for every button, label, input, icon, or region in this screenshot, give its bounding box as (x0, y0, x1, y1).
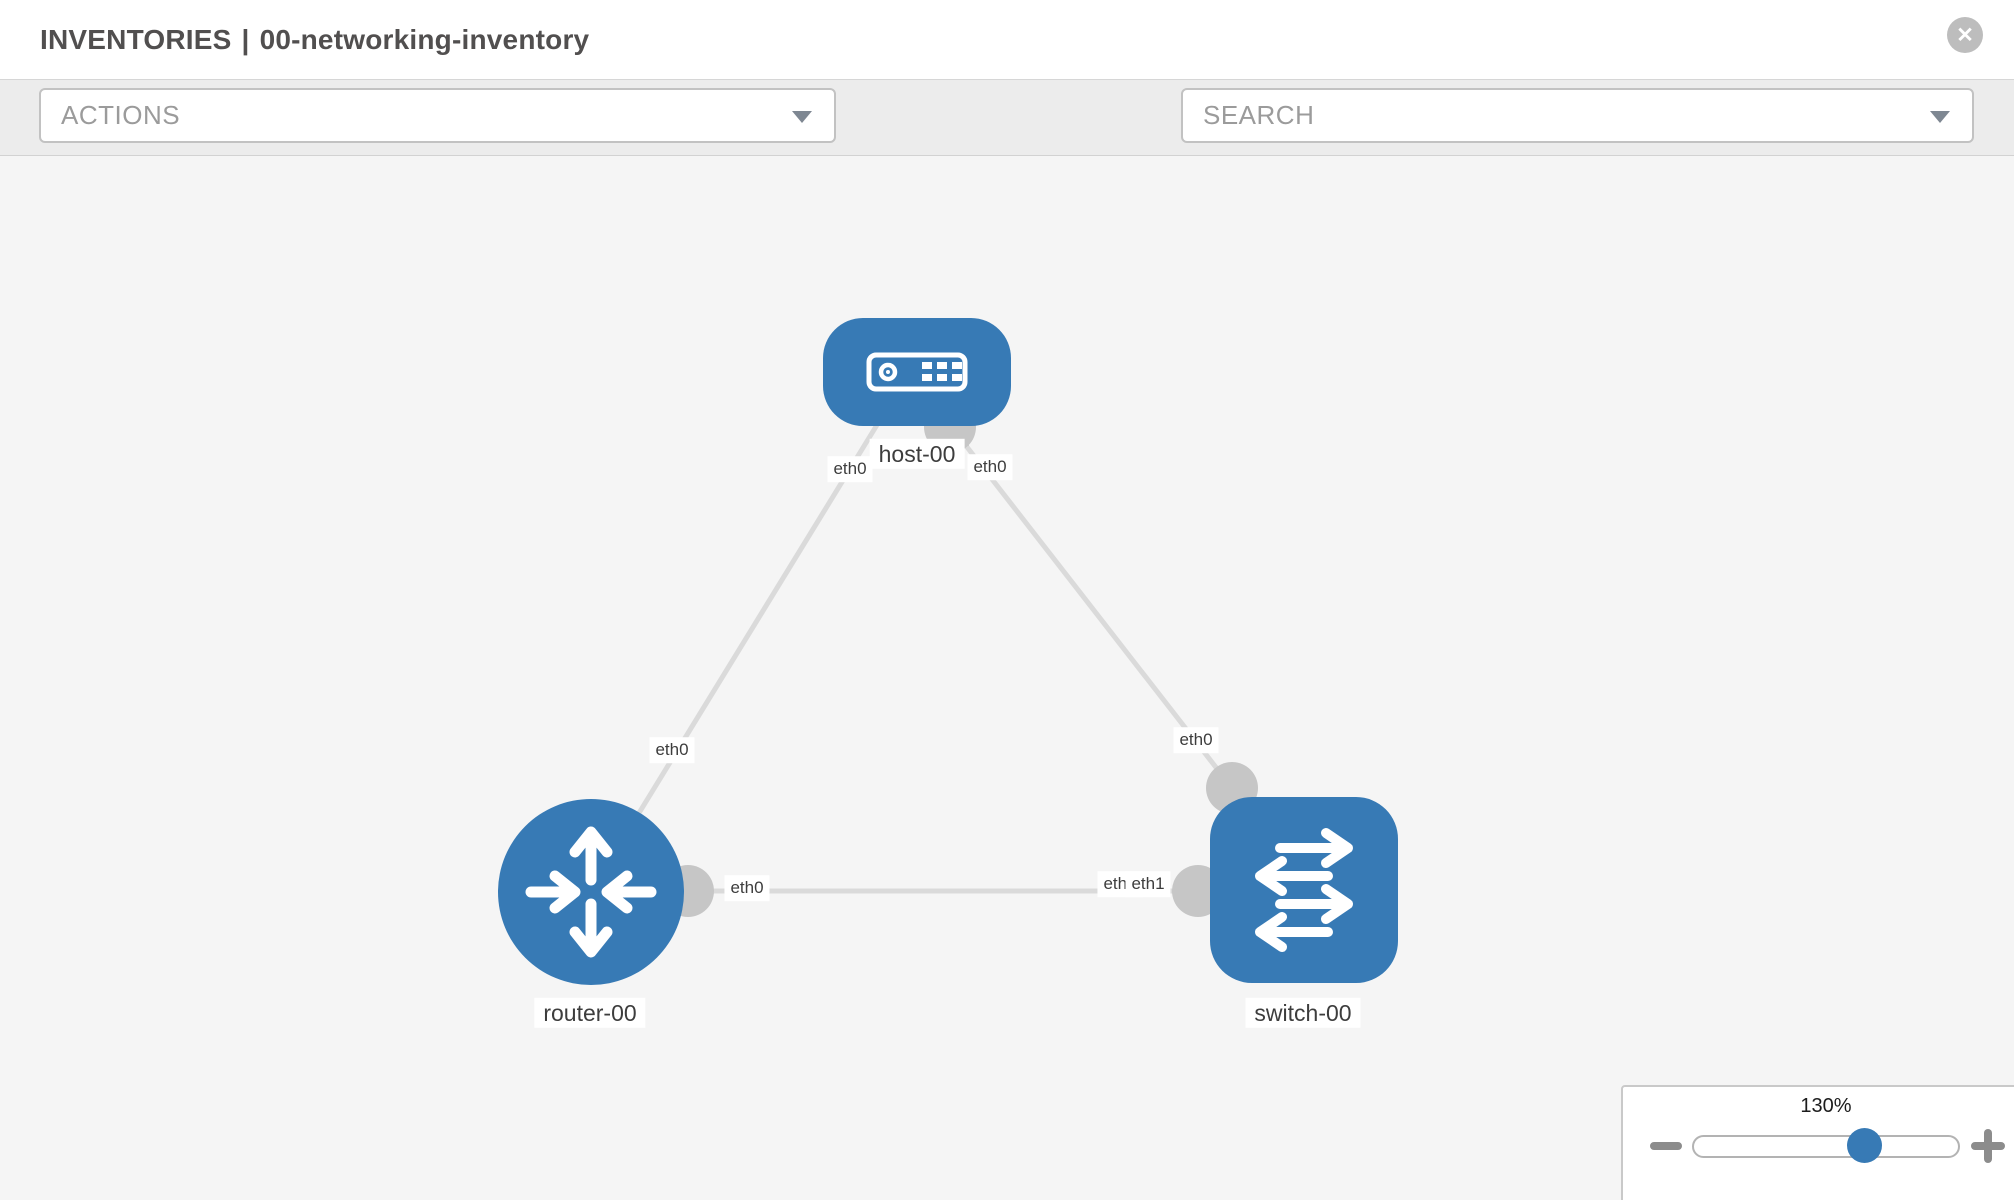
actions-dropdown-label: ACTIONS (61, 100, 181, 130)
router-arrows-icon (549, 870, 581, 914)
host-device-icon (866, 352, 968, 392)
zoom-out-minus-icon[interactable] (1650, 1142, 1682, 1150)
inventory-name: 00-networking-inventory (259, 23, 590, 55)
switch-arrows-icon (1321, 884, 1353, 924)
link-host-00_router-00 (636, 418, 883, 815)
switch-arrows-icon (1321, 828, 1353, 868)
zoom-in-plus-icon[interactable] (1971, 1129, 2005, 1163)
topology-svg (498, 318, 1398, 985)
node-host-00[interactable] (823, 318, 1011, 426)
page-title: INVENTORIES | 00-networking-inventory (40, 24, 589, 56)
search-dropdown[interactable]: SEARCH (1181, 88, 1974, 143)
router-arrows-icon (601, 870, 633, 914)
zoom-panel: 130% (1621, 1085, 2014, 1200)
zoom-slider-thumb[interactable] (1847, 1128, 1883, 1163)
page-title-section: INVENTORIES (40, 23, 232, 55)
link-host-00_switch-00 (951, 427, 1234, 790)
zoom-level-value: 130% (1800, 1095, 1852, 1117)
switch-arrows-icon (1255, 912, 1287, 952)
zoom-slider-track[interactable] (1692, 1128, 1960, 1163)
node-switch-00[interactable] (1210, 797, 1398, 983)
node-router-00[interactable] (498, 799, 684, 985)
header: INVENTORIES | 00-networking-inventory ✕ (0, 0, 2014, 79)
close-icon[interactable]: ✕ (1947, 17, 1983, 53)
chevron-down-icon (1930, 110, 1950, 123)
toolbar: ACTIONS SEARCH (0, 79, 2014, 214)
switch-arrows-icon (1255, 856, 1287, 896)
page-title-divider: | (241, 23, 250, 55)
router-arrows-icon (569, 926, 613, 958)
chevron-down-icon (792, 110, 812, 123)
router-arrows-icon (569, 826, 613, 858)
actions-dropdown[interactable]: ACTIONS (39, 88, 836, 143)
search-dropdown-label: SEARCH (1203, 100, 1315, 130)
